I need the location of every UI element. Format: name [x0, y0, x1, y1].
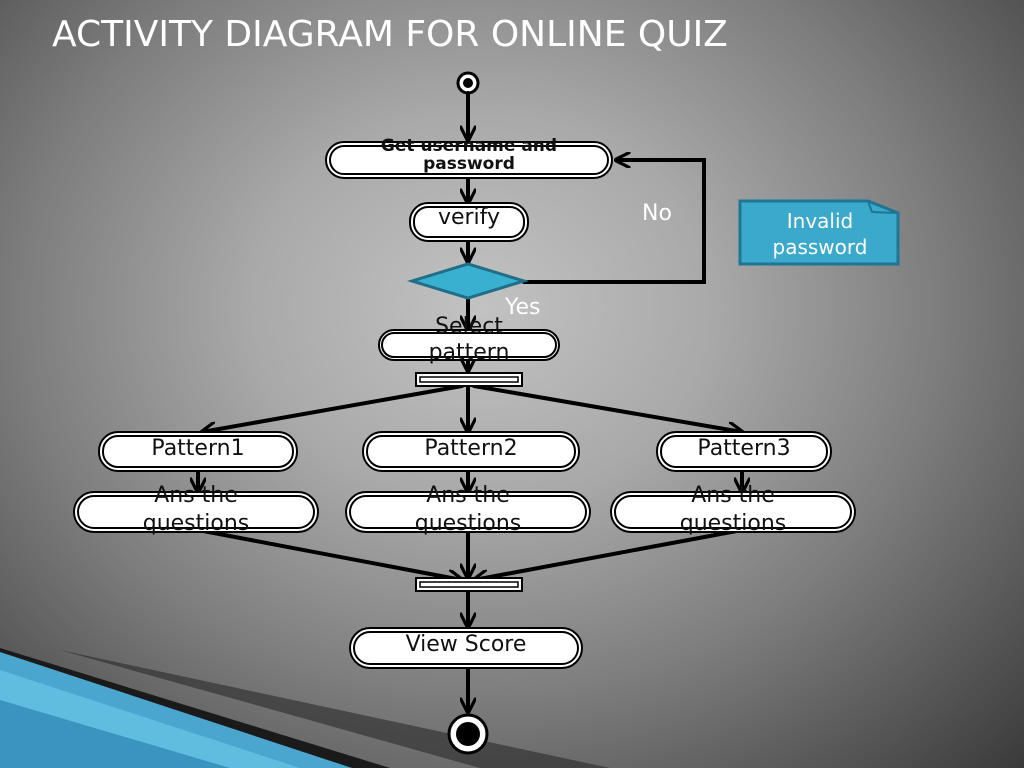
edge-fork-pattern3: [472, 384, 742, 432]
pattern3-node: [656, 431, 832, 472]
select-pattern-node: [378, 329, 560, 361]
no-label: No: [642, 201, 672, 226]
invalid-password-note-text: Invalid password: [772, 209, 868, 259]
verify-node: [409, 202, 529, 242]
pattern2-node: [362, 431, 580, 472]
edge-decision-no: [522, 160, 706, 284]
view-score-node: [349, 627, 583, 669]
join-bar: [415, 577, 523, 592]
pattern1-node: [98, 431, 298, 472]
page-title: ACTIVITY DIAGRAM FOR ONLINE QUIZ: [52, 14, 728, 55]
answer2-node: [345, 491, 591, 533]
start-node: [456, 71, 480, 95]
answer3-node: [610, 491, 856, 533]
edge-fork-pattern1: [202, 384, 464, 432]
edge-answer1-join: [196, 528, 462, 580]
invalid-password-note: [738, 199, 900, 266]
edge-answer3-join: [474, 528, 744, 580]
end-node: [447, 713, 489, 755]
yes-label: Yes: [505, 295, 541, 320]
answer1-node: [73, 491, 319, 533]
login-node: [325, 141, 613, 179]
decision-diamond: [406, 262, 530, 300]
fork-bar: [415, 372, 523, 387]
